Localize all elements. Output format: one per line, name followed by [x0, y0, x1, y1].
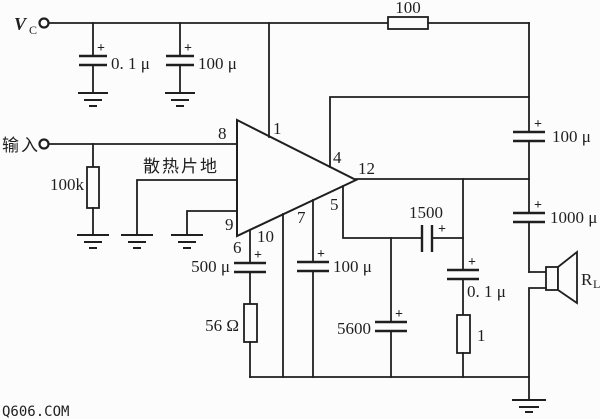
cap-value: 0. 1 μ	[111, 54, 150, 73]
plus-polarity-icon: +	[317, 247, 325, 262]
pin9-ground-wire	[186, 210, 238, 236]
right-bus: + 100 μ + 1000 μ	[513, 22, 597, 273]
plus-polarity-icon: +	[468, 255, 476, 270]
output-cap-value: 1000 μ	[550, 208, 597, 227]
ground-icon	[78, 92, 108, 107]
bootstrap-cap-value: 100 μ	[552, 127, 591, 146]
pin5-wire	[342, 185, 422, 239]
feedback-resistor	[243, 303, 258, 343]
ground-icon	[77, 234, 109, 249]
speaker-bottom-wire	[528, 287, 547, 378]
heatsink-ground: 散热片地	[121, 157, 238, 249]
ground-icon	[165, 92, 195, 107]
input-label: 输入	[2, 136, 40, 155]
feedback-resistor-value: 56 Ω	[205, 316, 239, 335]
input-resistor	[86, 166, 100, 209]
pin4-feedback-wire	[329, 96, 530, 168]
decoupling-cap-large: + 100 μ	[165, 22, 237, 107]
amplifier-ic: 8 1 4 12 5 7 10 6 9	[218, 22, 530, 257]
plus-polarity-icon: +	[438, 222, 446, 237]
pin8-label: 8	[218, 124, 227, 143]
decoupling-cap-small: + 0. 1 μ	[78, 22, 150, 107]
vcc-label-subscript: C	[29, 23, 37, 37]
vcc-terminal	[38, 17, 50, 29]
pin6-label: 6	[233, 238, 242, 257]
heatsink-label: 散热片地	[143, 157, 219, 176]
plus-polarity-icon: +	[254, 248, 262, 263]
ground-icon	[171, 234, 203, 249]
pin1-label: 1	[273, 119, 282, 138]
plus-polarity-icon: +	[97, 41, 105, 56]
plus-polarity-icon: +	[395, 307, 403, 322]
cap-value: 5600	[337, 319, 371, 338]
zobel-network: + 0. 1 μ 1	[447, 178, 506, 378]
cap-value: 0. 1 μ	[467, 282, 506, 301]
cap-value: 100 μ	[198, 54, 237, 73]
watermark: Q606.COM	[2, 404, 69, 419]
pin12-label: 12	[358, 159, 375, 178]
amplifier-triangle	[236, 118, 359, 238]
pin5-label: 5	[330, 195, 339, 214]
plus-polarity-icon: +	[534, 117, 542, 132]
supply-resistor-value: 100	[395, 0, 421, 17]
input-terminal	[38, 138, 50, 150]
load-label: R	[581, 270, 593, 289]
supply-resistor	[387, 16, 429, 30]
coupling-network: + 1500 + 5600	[337, 185, 464, 378]
speaker-load: R L	[528, 250, 600, 378]
pin7-branch: + 100 μ	[297, 199, 372, 378]
input-resistor-value: 100k	[50, 175, 85, 194]
speaker-cone-icon	[557, 250, 578, 305]
cap-value: 1500	[409, 203, 443, 222]
plus-polarity-icon: +	[184, 41, 192, 56]
pin7-label: 7	[297, 208, 306, 227]
bottom-bus	[249, 376, 546, 413]
speaker-coil	[545, 266, 559, 291]
vcc-label: V	[14, 14, 28, 34]
zobel-resistor-value: 1	[477, 326, 486, 345]
pin10-label: 10	[257, 227, 274, 246]
pin4-label: 4	[333, 148, 342, 167]
supply-rail: V C 100	[14, 0, 530, 37]
input-stage: 输入 100k	[2, 136, 238, 249]
zobel-resistor	[456, 314, 471, 354]
cap-value: 100 μ	[333, 257, 372, 276]
load-label-subscript: L	[593, 277, 600, 291]
plus-polarity-icon: +	[534, 198, 542, 213]
feedback-branch: + 500 μ 56 Ω	[191, 229, 266, 378]
ground-icon	[121, 234, 153, 249]
cap-value: 500 μ	[191, 257, 230, 276]
pin9-label: 9	[225, 215, 234, 234]
heatsink-wire	[136, 179, 238, 236]
ground-icon	[512, 399, 546, 413]
